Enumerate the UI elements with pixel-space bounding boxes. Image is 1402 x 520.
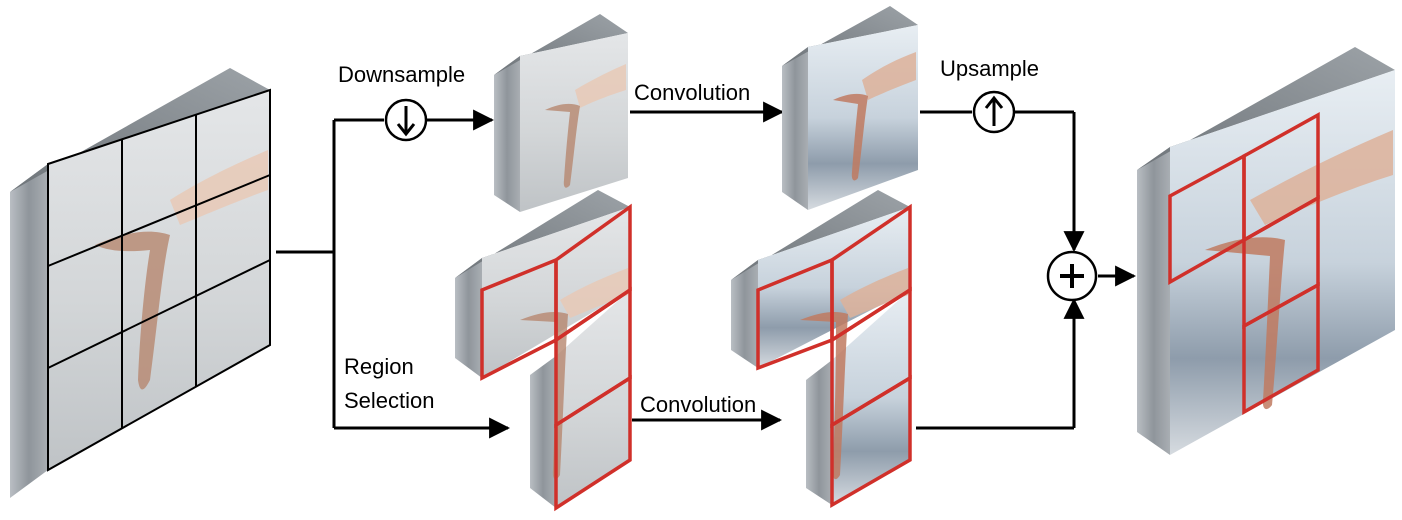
region-label: Region [344,354,414,379]
upsample-label: Upsample [940,56,1039,81]
convolution-bottom-label: Convolution [640,392,756,417]
input-feature-cube [10,68,271,498]
selection-label: Selection [344,388,435,413]
arrow-down-icon [396,106,416,137]
convolution-top-label: Convolution [634,80,750,105]
upsample-operator [972,90,1016,134]
arrow-up-icon [984,95,1004,126]
downsample-label: Downsample [338,62,465,87]
downsample-operator [384,98,428,142]
convolved-region-cube [731,190,912,509]
output-cube [1137,47,1395,455]
convolved-lowres-cube [782,6,918,210]
selected-region-cube [455,190,632,512]
plus-icon [1060,264,1084,288]
downsampled-cube [494,14,628,212]
add-operator [1046,250,1098,302]
